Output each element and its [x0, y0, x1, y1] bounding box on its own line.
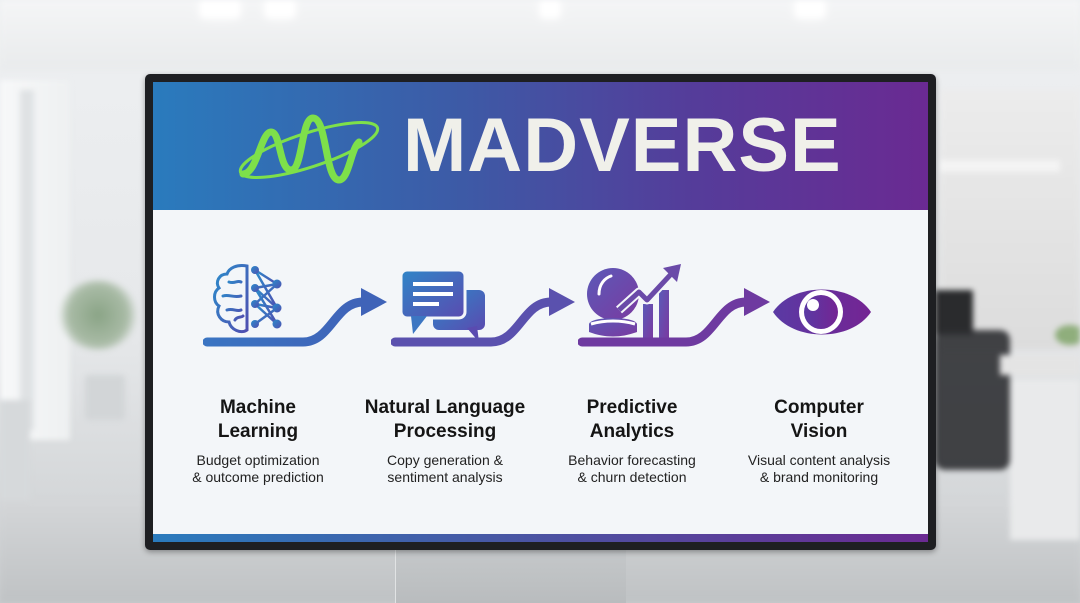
capability-title: Natural Language Processing — [364, 397, 526, 442]
plant — [58, 280, 138, 350]
display-screen: MADVERSE — [153, 82, 928, 542]
capability-nlp: Natural Language Processing Copy generat… — [350, 396, 540, 486]
ceiling-light — [540, 0, 560, 18]
background-monitor — [935, 290, 973, 335]
capability-description: Budget optimization & outcome prediction — [192, 452, 324, 485]
crystal-ball-chart-icon — [587, 264, 681, 338]
display-stand — [395, 548, 626, 603]
window — [0, 80, 70, 440]
capability-description: Behavior forecasting & churn detection — [568, 452, 696, 485]
capability-machine-learning: Machine Learning Budget optimization & o… — [163, 396, 353, 486]
capability-title: Predictive Analytics — [586, 397, 678, 442]
capability-description: Copy generation & sentiment analysis — [387, 452, 503, 485]
flow-arrow-icon — [203, 288, 387, 347]
brand-header: MADVERSE — [153, 82, 928, 210]
ceiling-light — [795, 0, 825, 18]
chat-bubbles-icon — [399, 268, 485, 342]
shelf — [940, 160, 1060, 172]
capability-title: Computer Vision — [774, 397, 864, 442]
capability-title: Machine Learning — [217, 397, 299, 442]
desk — [1000, 355, 1080, 375]
display-screen-bezel: MADVERSE — [145, 74, 936, 550]
flow-arrow-icon — [391, 288, 575, 347]
ceiling-light — [265, 0, 295, 18]
ceiling-light — [200, 0, 240, 18]
capability-predictive-analytics: Predictive Analytics Behavior forecastin… — [537, 396, 727, 486]
capability-description: Visual content analysis & brand monitori… — [747, 452, 891, 485]
plant-pot — [85, 375, 125, 420]
desk-plant — [1055, 325, 1080, 345]
flow-arrow-icon — [578, 288, 770, 347]
eye-icon — [773, 289, 871, 335]
capability-computer-vision: Computer Vision Visual content analysis … — [724, 396, 914, 486]
window-frame — [20, 90, 34, 430]
drawer-unit — [1010, 380, 1080, 540]
brand-name: MADVERSE — [403, 103, 842, 188]
gradient-footer-bar — [153, 534, 928, 542]
brain-network-icon — [213, 264, 282, 334]
wave-orbit-logo-icon — [238, 114, 380, 184]
capabilities-flow: Machine Learning Budget optimization & o… — [153, 210, 928, 540]
office-chair — [935, 330, 1010, 470]
